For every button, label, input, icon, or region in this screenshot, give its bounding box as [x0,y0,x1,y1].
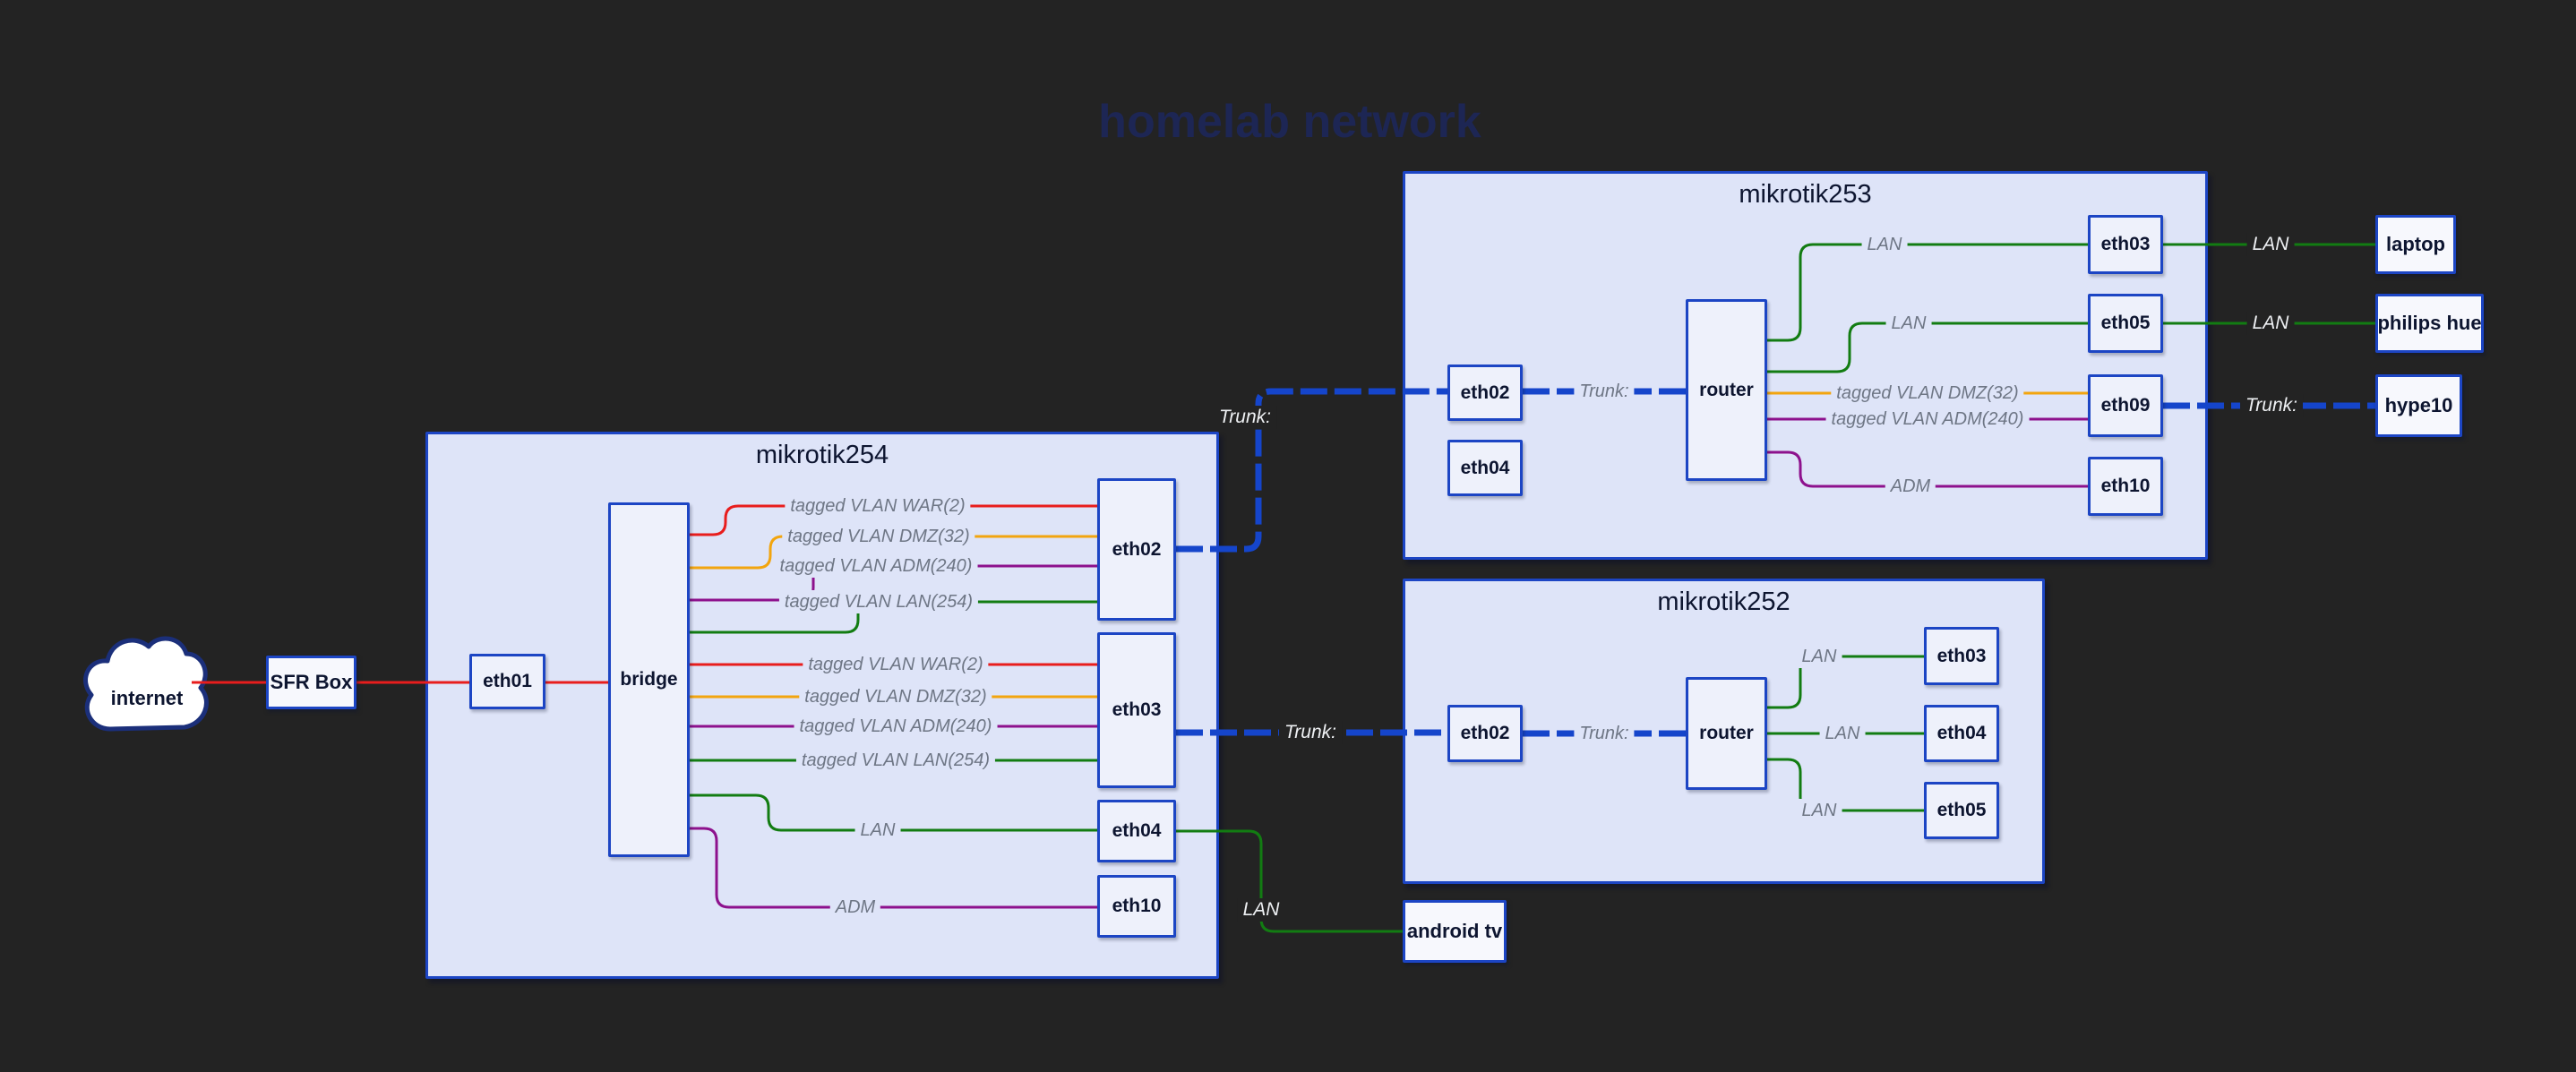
edge-label-m254-eth10-adm: ADM [829,896,881,919]
edge-label-m253-eth09-dmz: tagged VLAN DMZ(32) [1831,382,2024,405]
edge-label-m254-eth04-lan: LAN [854,819,901,842]
node-android-tv: android tv [1403,900,1507,963]
port-m252-eth02: eth02 [1447,705,1523,762]
edge-label-m254-eth03-lan: tagged VLAN LAN(254) [795,749,996,772]
node-philips-hue: philips hue [2375,294,2484,353]
port-m252-eth04: eth04 [1924,705,1999,762]
edge-label-m253-trunk: Trunk: [1574,380,1635,403]
internet-node-label: internet [110,687,184,709]
edge-label-m252-eth04-lan: LAN [1819,722,1866,745]
port-m253-eth09: eth09 [2088,374,2163,437]
edge-eth04-androidtv-lan [1176,829,1403,933]
edge-label-trunk-254-252: Trunk: [1279,721,1342,744]
port-m254-eth10: eth10 [1097,875,1176,938]
port-m253-eth10: eth10 [2088,457,2163,516]
container-mikrotik252-title: mikrotik252 [1657,587,1790,616]
port-m254-eth03: eth03 [1097,632,1176,788]
edge-label-trunk-254-253: Trunk: [1214,406,1276,429]
edge-label-m254-eth02-dmz: tagged VLAN DMZ(32) [782,525,975,548]
edge-label-m253-eth09-adm: tagged VLAN ADM(240) [1825,407,2030,431]
edge-label-m252-trunk: Trunk: [1574,722,1635,745]
node-laptop: laptop [2375,215,2456,274]
port-m253-eth03: eth03 [2088,215,2163,274]
edge-bridge-eth02-dmz [690,535,1097,570]
port-m254-eth04: eth04 [1097,800,1176,862]
edge-label-trunk-hype10: Trunk: [2240,394,2303,417]
edge-252-router-eth03-lan [1767,655,1924,709]
edge-label-m252-eth05-lan: LAN [1796,799,1842,822]
edge-trunk-254-253 [1176,388,1447,553]
port-m252-router: router [1686,677,1767,790]
node-sfr-box: SFR Box [266,656,356,709]
edge-bridge-eth04-lan [690,793,1097,832]
edge-label-m253-eth03-lan: LAN [1861,233,1908,256]
port-m252-eth05: eth05 [1924,782,1999,839]
edge-bridge-eth10-adm [690,827,1097,909]
port-m253-eth04: eth04 [1447,440,1523,496]
edge-label-m254-eth03-war: tagged VLAN WAR(2) [803,653,989,676]
edge-label-m252-eth03-lan: LAN [1796,645,1842,668]
page-title: homelab network [1098,96,1481,148]
port-m254-eth01: eth01 [469,654,545,709]
edge-label-m253-eth05-lan: LAN [1885,312,1932,335]
edge-label-m254-eth02-lan: tagged VLAN LAN(254) [778,590,979,613]
edge-bridge-eth02-war [690,504,1097,536]
edge-label-m254-eth03-adm: tagged VLAN ADM(240) [794,715,998,738]
edge-label-hue-lan: LAN [2246,312,2295,335]
edge-253-router-eth05-lan [1767,322,2088,373]
port-m254-bridge: bridge [608,502,690,857]
port-m252-eth03: eth03 [1924,627,1999,685]
container-mikrotik253-title: mikrotik253 [1739,180,1872,209]
edge-label-m254-eth03-dmz: tagged VLAN DMZ(32) [799,685,992,708]
edge-label-m253-eth10-adm: ADM [1885,475,1936,498]
container-mikrotik254-title: mikrotik254 [755,441,889,469]
edge-label-laptop-lan: LAN [2246,233,2295,256]
port-m254-eth02: eth02 [1097,478,1176,621]
edge-253-router-eth03-lan [1767,243,2088,342]
port-m253-eth05: eth05 [2088,294,2163,353]
internet-cloud-icon [83,636,209,732]
container-mikrotik253: mikrotik253 [1403,171,2208,560]
port-m253-eth02: eth02 [1447,364,1523,421]
edge-label-m254-eth02-war: tagged VLAN WAR(2) [785,494,971,518]
edge-label-m254-eth02-adm: tagged VLAN ADM(240) [774,554,978,578]
edge-253-router-eth10-adm [1767,450,2088,488]
node-hype10: hype10 [2375,374,2462,437]
edge-252-router-eth05-lan [1767,758,1924,812]
port-m253-router: router [1686,299,1767,481]
edge-label-androidtv-lan: LAN [1237,898,1285,922]
